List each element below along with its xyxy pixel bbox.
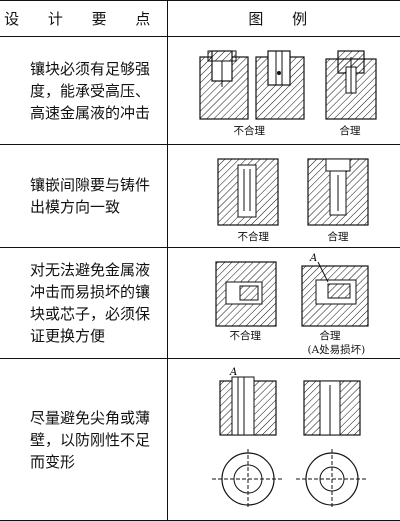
- table-row: 镶块必须有足够强度，能承受高压、高速金属液的冲击: [0, 37, 400, 145]
- caption-reasonable: 合理: [340, 123, 361, 138]
- reasonable-drawing: [308, 159, 368, 225]
- header-illustration: 图 例: [167, 1, 400, 37]
- label-a: A: [229, 367, 237, 378]
- caption-unreasonable: 不合理: [234, 123, 266, 138]
- unreasonable-drawing-1: [200, 51, 248, 119]
- insert-strength-figure: [168, 37, 400, 144]
- table-row: 镶嵌间隙要与铸件出模方向一致: [0, 145, 400, 248]
- table-row: 对无法避免金属液冲击而易损坏的镶块或芯子，必须保证更换方便: [0, 248, 400, 359]
- table-row: 尽量避免尖角或薄壁，以防刚性不足而变形 A: [0, 359, 400, 521]
- requirement-text: 尽量避免尖角或薄壁，以防刚性不足而变形: [0, 359, 167, 521]
- caption-unreasonable: 不合理: [238, 229, 270, 244]
- reasonable-drawing: [326, 51, 376, 119]
- requirement-text: 镶嵌间隙要与铸件出模方向一致: [0, 145, 167, 248]
- illustration-cell: 不合理 合理: [167, 145, 400, 248]
- unreasonable-drawing: [218, 159, 278, 225]
- requirement-text: 对无法避免金属液冲击而易损坏的镶块或芯子，必须保证更换方便: [0, 248, 167, 359]
- illustration-cell: 不合理 合理: [167, 37, 400, 145]
- unreasonable-drawing: [216, 262, 276, 326]
- table-header-row: 设 计 要 点 图 例: [0, 1, 400, 37]
- insert-gap-figure: [168, 145, 400, 247]
- caption-note: (A处易损坏): [308, 342, 366, 357]
- unreasonable-drawing-2: [256, 51, 304, 119]
- unreasonable-drawing: [212, 377, 284, 509]
- caption-unreasonable: 不合理: [230, 328, 262, 343]
- header-design-points: 设 计 要 点: [0, 1, 167, 37]
- reasonable-drawing: [296, 381, 368, 509]
- reasonable-drawing: [302, 262, 368, 326]
- sharp-corner-figure: A: [168, 359, 400, 520]
- requirement-text: 镶块必须有足够强度，能承受高压、高速金属液的冲击: [0, 37, 167, 145]
- illustration-cell: A 不合理 合理 (A处易损坏): [167, 248, 400, 359]
- label-a: A: [309, 253, 317, 264]
- caption-reasonable: 合理: [328, 229, 349, 244]
- caption-reasonable: 合理: [320, 328, 341, 343]
- illustration-cell: A: [167, 359, 400, 521]
